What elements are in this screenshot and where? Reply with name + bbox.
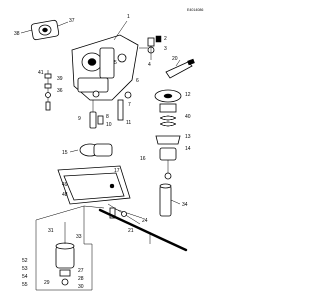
callout-16: 14 bbox=[185, 146, 191, 152]
callout-50: 48 bbox=[62, 192, 68, 198]
carburetor-exploded-diagram: E4014086 38 37 1 2 3 4 bbox=[14, 8, 203, 291]
callout-33: 33 bbox=[76, 234, 82, 240]
callout-18: 16 bbox=[140, 156, 146, 162]
callout-23: 21 bbox=[128, 228, 134, 234]
callout-38: 38 bbox=[14, 31, 20, 37]
overflow-tube: 34 bbox=[159, 183, 188, 217]
callout-42: 40 bbox=[185, 114, 191, 120]
callout-7: 7 bbox=[128, 102, 131, 108]
callout-6: 6 bbox=[136, 78, 139, 84]
needle-jet-parts: 9 8 10 bbox=[78, 91, 132, 129]
callout-3: 3 bbox=[164, 46, 167, 52]
callout-10: 10 bbox=[106, 122, 112, 128]
callout-54: 54 bbox=[22, 274, 28, 280]
callout-41: 39 bbox=[57, 76, 63, 82]
callout-17: 15 bbox=[62, 150, 68, 156]
callout-43: 41 bbox=[38, 70, 44, 76]
callout-5: 5 bbox=[114, 60, 117, 66]
callout-52: 52 bbox=[22, 258, 28, 264]
diagram-code: E4014086 bbox=[187, 8, 203, 12]
callout-26: 24 bbox=[142, 218, 148, 224]
callout-2: 2 bbox=[164, 36, 167, 42]
callout-40: 36 bbox=[57, 88, 63, 94]
callout-9: 9 bbox=[78, 116, 81, 122]
right-top-parts: 2 3 4 bbox=[139, 35, 167, 68]
callout-37: 37 bbox=[69, 18, 75, 24]
callout-15: 13 bbox=[185, 134, 191, 140]
callout-27: 27 bbox=[78, 268, 84, 274]
callout-4: 4 bbox=[148, 62, 151, 68]
callout-36: 34 bbox=[182, 202, 188, 208]
callout-30: 30 bbox=[78, 284, 84, 290]
callout-29: 29 bbox=[44, 280, 50, 286]
callout-14: 12 bbox=[185, 92, 191, 98]
drain-parts: 24 21 bbox=[109, 207, 148, 234]
callout-51: 49 bbox=[62, 182, 68, 188]
callout-28: 28 bbox=[78, 276, 84, 282]
float-bowl-assembly: 15 49 48 bbox=[57, 143, 143, 225]
callout-19: 17 bbox=[114, 168, 120, 174]
left-jet-stack: 41 39 36 bbox=[38, 70, 63, 111]
diaphragm-assembly: 12 40 13 14 bbox=[154, 89, 191, 180]
callout-53: 53 bbox=[22, 266, 28, 272]
callout-31: 31 bbox=[48, 228, 54, 234]
carburetor-body: 1 bbox=[71, 14, 139, 101]
fuel-hose bbox=[98, 208, 188, 252]
inset-box: 52 53 54 55 31 33 27 28 29 30 bbox=[22, 205, 105, 291]
intake-cap-assembly: 38 37 bbox=[14, 18, 75, 41]
misc-callouts: 5 6 7 11 16 17 bbox=[114, 60, 146, 174]
choke-lever: 20 bbox=[165, 56, 195, 79]
callout-1: 1 bbox=[127, 14, 130, 20]
callout-8: 8 bbox=[106, 114, 109, 120]
callout-55: 55 bbox=[22, 282, 28, 288]
callout-11: 11 bbox=[126, 120, 131, 126]
callout-22: 20 bbox=[172, 56, 178, 62]
